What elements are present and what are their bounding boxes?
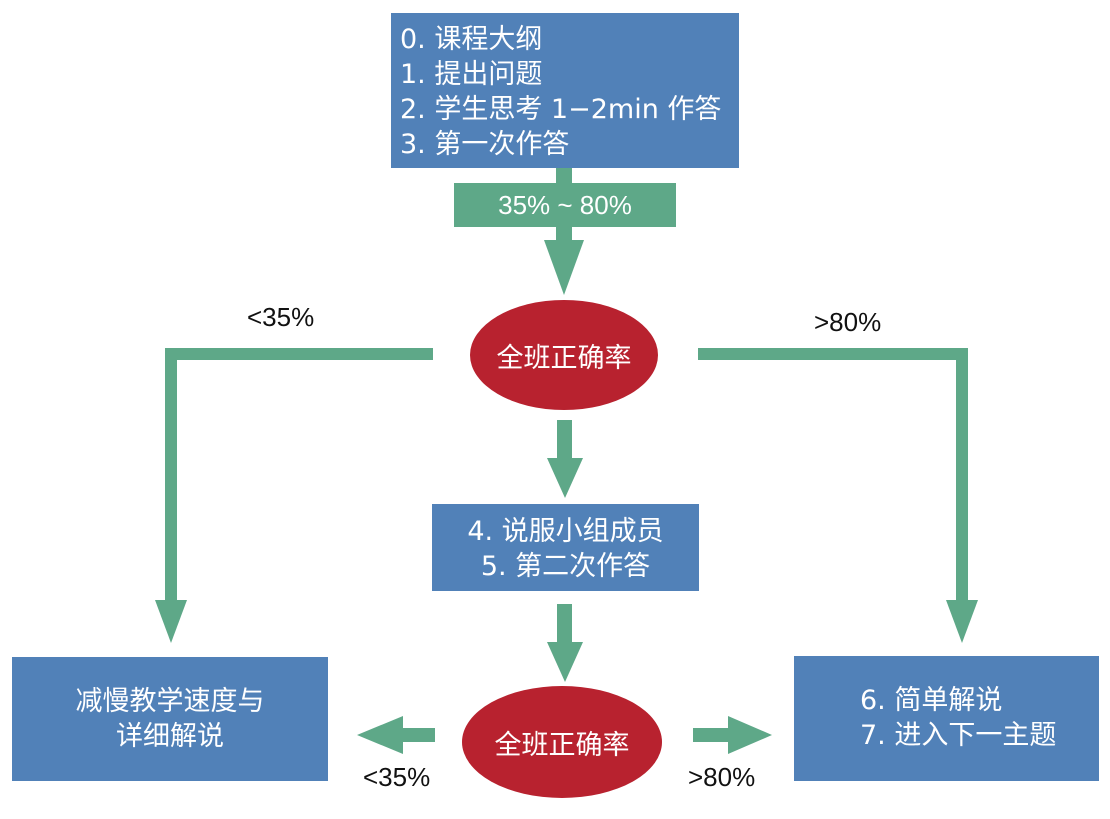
right-branch-horizontal: [698, 348, 968, 360]
decision-label: 全班正确率: [494, 729, 630, 761]
top-arrow-head: [544, 240, 584, 295]
top-box-line: 3. 第一次作答: [400, 129, 570, 160]
left-branch-vertical: [165, 348, 177, 600]
bottom-right-arrow-head: [728, 716, 772, 754]
right-box-line: 7. 进入下一主题: [860, 720, 1057, 751]
bottom-left-arrow-head: [357, 716, 403, 754]
mid-box-line: 4. 说服小组成员: [467, 516, 664, 547]
bottom-arrow-head: [547, 642, 583, 682]
right-branch-arrow-head: [946, 600, 978, 643]
decision-correct-rate-2: 全班正确率: [462, 686, 662, 798]
left-branch-label: <35%: [247, 302, 315, 332]
bottom-right-label: >80%: [688, 762, 756, 792]
decision-label: 全班正确率: [496, 342, 632, 374]
bottom-left-label: <35%: [363, 762, 431, 792]
mid-process-box: 4. 说服小组成员 5. 第二次作答: [432, 504, 699, 591]
decision-correct-rate-1: 全班正确率: [470, 300, 658, 410]
bottom-left-arrow-shaft: [403, 728, 435, 742]
top-box-line: 2. 学生思考 1−2min 作答: [400, 94, 722, 125]
mid-arrow-shaft: [557, 420, 572, 458]
left-branch-horizontal: [165, 348, 433, 360]
bottom-arrow-shaft: [557, 604, 572, 642]
right-branch-vertical: [956, 348, 968, 600]
left-box-line: 减慢教学速度与: [75, 686, 265, 717]
bottom-right-arrow-shaft: [693, 728, 728, 742]
left-branch-arrow-head: [155, 600, 187, 643]
mid-box-line: 5. 第二次作答: [480, 551, 651, 582]
range-label-box: 35% ~ 80%: [454, 183, 676, 227]
left-box-line: 详细解说: [116, 721, 224, 752]
top-box-line: 0. 课程大纲: [400, 24, 543, 55]
next-topic-box: 6. 简单解说 7. 进入下一主题: [794, 656, 1099, 781]
right-branch-label: >80%: [814, 307, 882, 337]
top-box-line: 1. 提出问题: [400, 59, 543, 90]
top-process-box: 0. 课程大纲 1. 提出问题 2. 学生思考 1−2min 作答 3. 第一次…: [391, 13, 739, 168]
mid-arrow-head: [547, 458, 583, 498]
slow-down-box: 减慢教学速度与 详细解说: [12, 657, 328, 781]
range-label: 35% ~ 80%: [498, 189, 632, 220]
right-box-line: 6. 简单解说: [860, 685, 1003, 716]
